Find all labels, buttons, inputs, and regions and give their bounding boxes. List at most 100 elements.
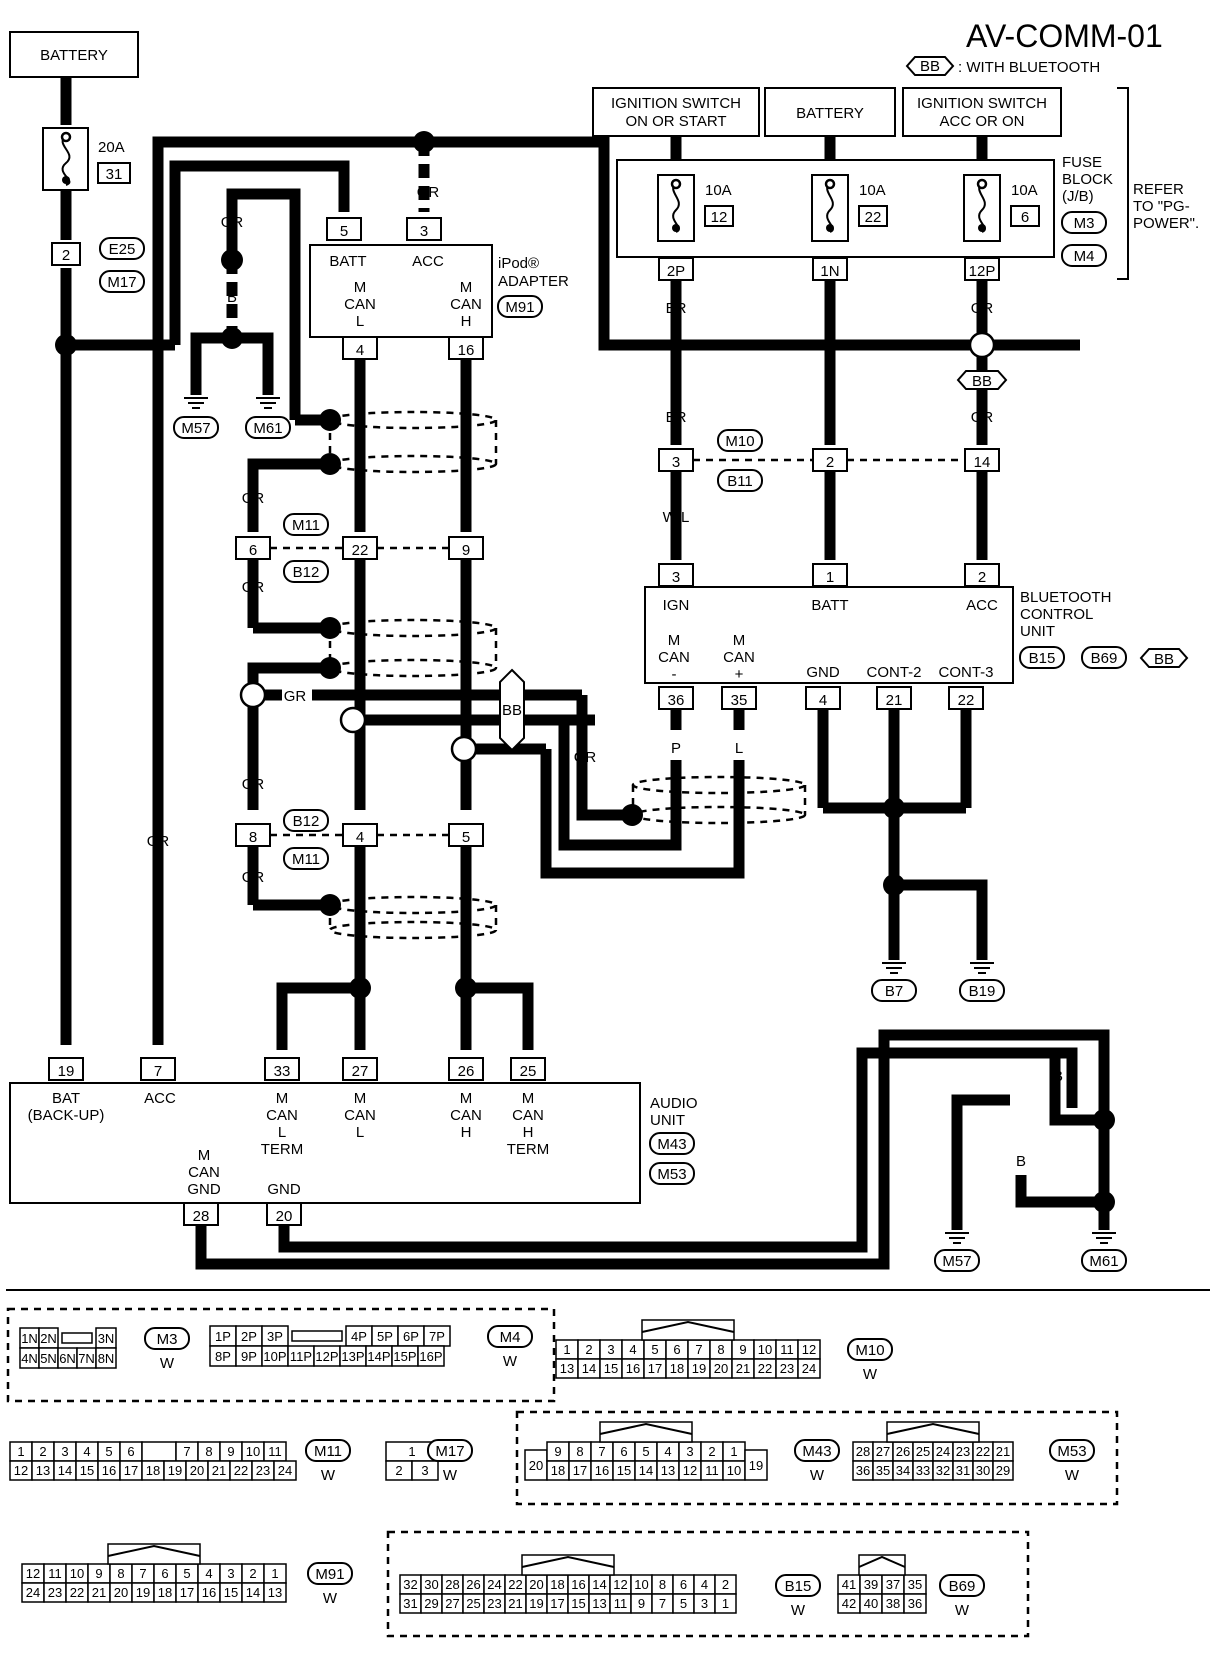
svg-text:2N: 2N: [40, 1331, 57, 1346]
pin-label: 14: [592, 1577, 606, 1592]
svg-text:CONT-3: CONT-3: [938, 664, 993, 681]
pin-label: 19: [692, 1361, 706, 1376]
svg-text:B: B: [1016, 1153, 1026, 1170]
pin-label: 20: [190, 1463, 204, 1478]
svg-text:9: 9: [462, 542, 470, 559]
svg-text:ACC: ACC: [966, 597, 998, 614]
ground-b19: B19: [959, 979, 1005, 1002]
fuse-22: 10A 22: [811, 174, 888, 242]
pin-label: 25: [466, 1596, 480, 1611]
ground-b7: B7: [871, 979, 917, 1002]
svg-text:CAN: CAN: [450, 296, 482, 313]
svg-text:12: 12: [711, 209, 728, 226]
svg-text:M: M: [668, 632, 681, 649]
battery-left-box: [9, 31, 139, 78]
svg-text:1: 1: [730, 1444, 737, 1459]
svg-text:19: 19: [58, 1063, 75, 1080]
svg-text:6: 6: [249, 542, 257, 559]
pin-label: 32: [403, 1577, 417, 1592]
ref-m3: M3: [1061, 211, 1107, 234]
svg-text:6N: 6N: [59, 1351, 76, 1366]
pin-label: 29: [424, 1596, 438, 1611]
fuse-12: 10A 12: [657, 174, 734, 242]
pin-label: 23: [487, 1596, 501, 1611]
audio-pin-7: [140, 1057, 176, 1081]
pin-label: 25: [916, 1444, 930, 1459]
pin-label: 12: [26, 1566, 40, 1581]
ref-b12-a: B12: [283, 560, 329, 583]
ref-b69: B69: [1081, 646, 1127, 669]
svg-text:22: 22: [352, 542, 369, 559]
pin-label: 42: [842, 1596, 856, 1611]
svg-text:3: 3: [686, 1444, 693, 1459]
svg-text:L: L: [462, 579, 470, 596]
svg-text:5: 5: [462, 829, 470, 846]
svg-text:M3: M3: [157, 1331, 178, 1348]
svg-text:CAN: CAN: [658, 649, 690, 666]
pin-label: 8: [717, 1342, 724, 1357]
pin-label: 2: [249, 1566, 256, 1581]
pin-label: 1: [271, 1566, 278, 1581]
svg-text:B: B: [818, 749, 828, 766]
pin-label: 26: [896, 1444, 910, 1459]
svg-text:P: P: [671, 740, 681, 757]
svg-text:14P: 14P: [367, 1349, 390, 1364]
svg-text:TERM: TERM: [507, 1141, 550, 1158]
svg-text:R: R: [461, 490, 472, 507]
svg-text:BB: BB: [1154, 651, 1174, 668]
pin-label: 13: [592, 1596, 606, 1611]
svg-text:BAT: BAT: [52, 1090, 80, 1107]
svg-text:6: 6: [620, 1444, 627, 1459]
pin-label: 21: [736, 1361, 750, 1376]
svg-text:L: L: [735, 740, 743, 757]
svg-text:13P: 13P: [341, 1349, 364, 1364]
svg-text:36: 36: [668, 692, 685, 709]
ign-switch-on-start-box: [592, 87, 760, 137]
pin-label: 19: [168, 1463, 182, 1478]
ref-m11-b: M11: [283, 847, 329, 870]
pin-label: 11: [268, 1444, 282, 1459]
svg-text:10P: 10P: [263, 1349, 286, 1364]
svg-text:Y: Y: [61, 290, 71, 307]
fuse-20a-amp: 20A: [98, 139, 125, 156]
connector-e25-pin2: [51, 242, 81, 266]
pin-label: 9: [95, 1566, 102, 1581]
svg-text:IGNITION SWITCH: IGNITION SWITCH: [611, 95, 741, 112]
ref-m10: M10: [717, 429, 763, 452]
pin-label: 3: [701, 1596, 708, 1611]
svg-text:B7: B7: [885, 983, 903, 1000]
svg-text:ON OR START: ON OR START: [625, 113, 726, 130]
svg-text:M10: M10: [725, 433, 754, 450]
connector-name: M10: [855, 1342, 884, 1359]
svg-text:18: 18: [551, 1463, 565, 1478]
svg-text:W: W: [503, 1353, 518, 1370]
svg-text:B: B: [1099, 1068, 1109, 1085]
svg-text:2: 2: [978, 569, 986, 586]
pin-label: 15: [224, 1585, 238, 1600]
pin-label: 4: [701, 1577, 708, 1592]
pin-label: 4: [629, 1342, 636, 1357]
pin-label: 16: [626, 1361, 640, 1376]
pin-label: 1: [563, 1342, 570, 1357]
ref-e25: E25: [99, 237, 145, 260]
pin-label: 9: [638, 1596, 645, 1611]
ref-m11-a: M11: [283, 513, 329, 536]
svg-text:25: 25: [520, 1063, 537, 1080]
bt-cond-tag: BB: [1139, 648, 1189, 668]
svg-text:M: M: [354, 1090, 367, 1107]
pin-label: 3: [607, 1342, 614, 1357]
connector-name: M53: [1057, 1443, 1086, 1460]
svg-text:3: 3: [672, 569, 680, 586]
pin-label: 3: [61, 1444, 68, 1459]
svg-text:BB: BB: [972, 373, 992, 390]
svg-text:GND: GND: [806, 664, 840, 681]
svg-text:IGN: IGN: [663, 597, 690, 614]
svg-text:M: M: [733, 632, 746, 649]
svg-text:B12: B12: [293, 564, 320, 581]
splice-bb-tag: BB: [499, 668, 525, 752]
svg-text:P: P: [355, 579, 365, 596]
svg-text:B: B: [977, 917, 987, 934]
pin-label: 7: [695, 1342, 702, 1357]
svg-text:9P: 9P: [241, 1349, 257, 1364]
